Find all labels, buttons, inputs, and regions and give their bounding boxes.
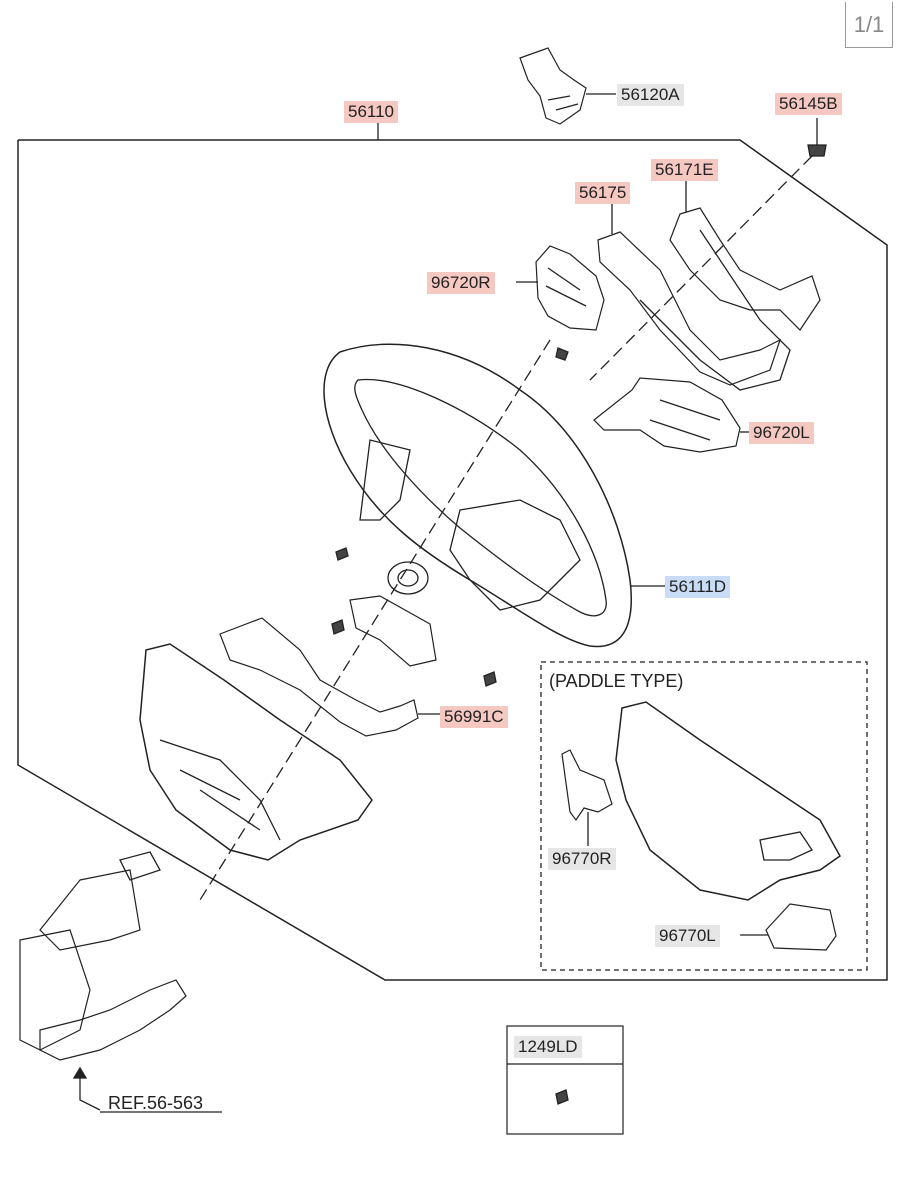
part-1249ld-box <box>506 1025 624 1135</box>
part-label-96770r[interactable]: 96770R <box>548 848 616 870</box>
steering-wheel-56111d-part <box>199 339 665 901</box>
switch-96720r-part <box>516 245 605 361</box>
page-indicator: 1/1 <box>845 2 893 48</box>
switch-96720l-part <box>593 377 750 453</box>
paddle-type-box <box>540 661 868 971</box>
part-label-56175[interactable]: 56175 <box>575 182 631 204</box>
paddle-96770l-part <box>740 903 837 951</box>
part-label-56171e[interactable]: 56171E <box>651 159 718 181</box>
rear-cover-part <box>139 643 373 861</box>
part-label-96720l[interactable]: 96720L <box>749 422 814 444</box>
bracket-56171e-part <box>597 180 821 391</box>
screw-56145b-part <box>589 118 827 381</box>
screw-mid-part <box>331 619 345 635</box>
part-label-96720r[interactable]: 96720R <box>427 272 495 294</box>
paddle-type-title: (PADDLE TYPE) <box>549 671 684 691</box>
part-label-56991c[interactable]: 56991C <box>440 706 508 728</box>
reference-link[interactable]: REF.56-563 <box>108 1093 204 1113</box>
paddle-96770r-part <box>561 749 613 846</box>
part-label-56111d[interactable]: 56111D <box>665 576 731 598</box>
part-label-56110[interactable]: 56110 <box>344 101 399 123</box>
part-label-96770l[interactable]: 96770L <box>655 925 720 947</box>
part-label-56120a[interactable]: 56120A <box>617 84 684 106</box>
paddle-cover-part <box>615 701 841 901</box>
horn-pad-part <box>519 47 616 125</box>
lower-bracket-part <box>349 595 437 667</box>
screw-bottom-part <box>483 671 497 687</box>
part-label-1249ld[interactable]: 1249LD <box>514 1036 582 1058</box>
assembly-outline <box>17 139 888 981</box>
screw-left-part <box>335 547 349 561</box>
part-label-56145b[interactable]: 56145B <box>775 93 842 115</box>
harness-56991c-part <box>219 617 440 737</box>
steering-column-part <box>19 851 222 1113</box>
